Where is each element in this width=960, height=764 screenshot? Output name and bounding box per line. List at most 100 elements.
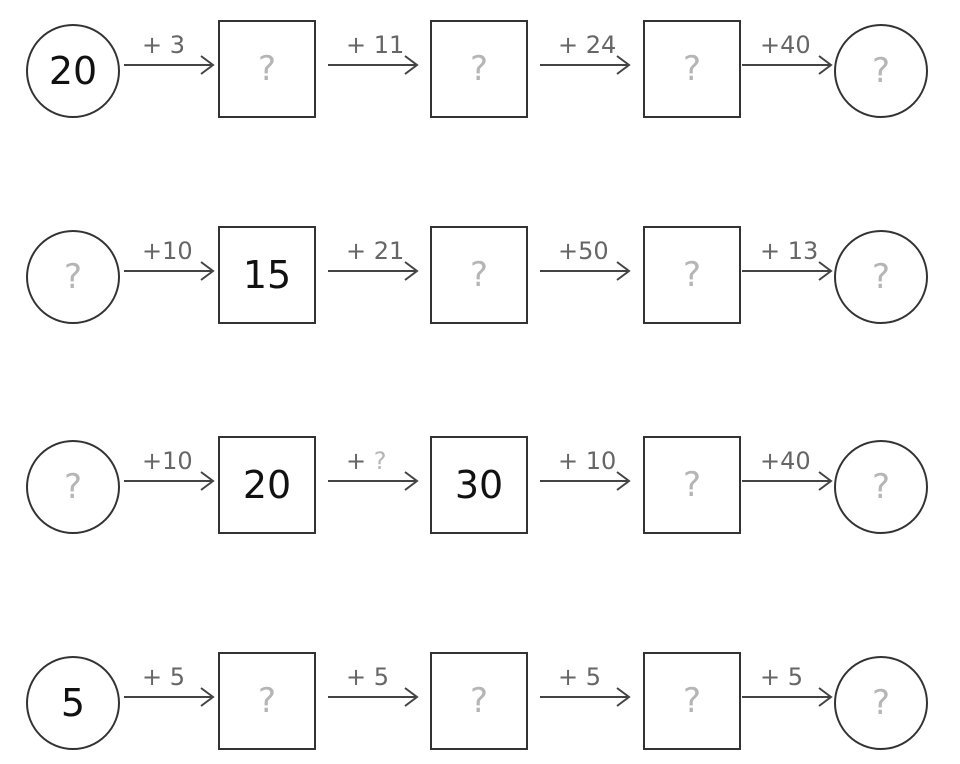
plus-sign: + (142, 447, 163, 475)
arrow-icon (540, 261, 631, 281)
arrow-icon (540, 55, 631, 75)
unknown-value: ? (871, 683, 891, 723)
plus-sign: + (346, 663, 374, 691)
arrow-2: + 5 (328, 663, 419, 707)
box-1[interactable]: ? (218, 652, 316, 750)
arrow-icon (742, 471, 833, 491)
operation-label: + ? (346, 447, 387, 475)
amount: 21 (373, 237, 405, 265)
amount: 5 (787, 663, 804, 691)
box-3[interactable]: ? (643, 226, 741, 324)
box-1: 15 (218, 226, 316, 324)
amount: 5 (373, 663, 390, 691)
arrow-2: + ? (328, 447, 419, 491)
given-value: 5 (60, 681, 86, 725)
chain-row-1: 20????+ 3+ 11+ 24+40 (0, 16, 960, 126)
unknown-value: ? (682, 255, 702, 295)
end-circle[interactable]: ? (834, 440, 928, 534)
plus-sign: + (558, 31, 586, 59)
unknown-value: ? (469, 49, 489, 89)
arrow-icon (328, 55, 419, 75)
arrow-3: +50 (540, 237, 631, 281)
amount: 5 (169, 663, 186, 691)
plus-sign: + (558, 663, 586, 691)
operation-label: + 3 (142, 31, 185, 59)
unknown-amount[interactable]: ? (373, 447, 387, 475)
plus-sign: + (346, 237, 374, 265)
start-circle[interactable]: ? (26, 440, 120, 534)
unknown-value: ? (871, 257, 891, 297)
box-2[interactable]: ? (430, 20, 528, 118)
operation-label: + 10 (558, 447, 616, 475)
unknown-value: ? (63, 257, 83, 297)
plus-sign: + (558, 447, 586, 475)
plus-sign: + (558, 237, 579, 265)
amount: 50 (578, 237, 609, 265)
unknown-value: ? (871, 51, 891, 91)
amount: 24 (585, 31, 617, 59)
box-3[interactable]: ? (643, 20, 741, 118)
arrow-icon (124, 471, 215, 491)
end-circle[interactable]: ? (834, 656, 928, 750)
arrow-1: + 5 (124, 663, 215, 707)
amount: 40 (780, 447, 811, 475)
arrow-3: + 10 (540, 447, 631, 491)
arrow-3: + 24 (540, 31, 631, 75)
operation-label: + 5 (760, 663, 803, 691)
plus-sign: + (142, 663, 170, 691)
arrow-4: + 5 (742, 663, 833, 707)
unknown-value: ? (257, 681, 277, 721)
plus-sign: + (760, 237, 788, 265)
start-circle: 5 (26, 656, 120, 750)
arrow-3: + 5 (540, 663, 631, 707)
arrow-4: +40 (742, 447, 833, 491)
arrow-icon (540, 687, 631, 707)
unknown-value: ? (682, 681, 702, 721)
amount: 3 (169, 31, 186, 59)
operation-label: + 21 (346, 237, 404, 265)
operation-label: + 11 (346, 31, 404, 59)
given-value: 20 (242, 463, 292, 507)
arrow-icon (328, 687, 419, 707)
amount: 10 (585, 447, 617, 475)
arrow-2: + 21 (328, 237, 419, 281)
plus-sign: + (760, 663, 788, 691)
arrow-icon (328, 471, 419, 491)
end-circle[interactable]: ? (834, 230, 928, 324)
chain-row-2: ?15???+10+ 21+50+ 13 (0, 222, 960, 332)
box-1[interactable]: ? (218, 20, 316, 118)
amount: 5 (585, 663, 602, 691)
operation-label: +40 (760, 31, 811, 59)
start-circle[interactable]: ? (26, 230, 120, 324)
unknown-value: ? (871, 467, 891, 507)
amount: 13 (787, 237, 819, 265)
unknown-value: ? (257, 49, 277, 89)
arrow-1: +10 (124, 237, 215, 281)
arrow-icon (124, 687, 215, 707)
amount: 40 (780, 31, 811, 59)
arrow-icon (124, 261, 215, 281)
plus-sign: + (346, 447, 374, 475)
plus-sign: + (142, 237, 163, 265)
box-3[interactable]: ? (643, 436, 741, 534)
arrow-1: + 3 (124, 31, 215, 75)
plus-sign: + (760, 31, 781, 59)
operation-label: + 13 (760, 237, 818, 265)
arrow-2: + 11 (328, 31, 419, 75)
operation-label: +10 (142, 237, 193, 265)
amount: 11 (373, 31, 405, 59)
operation-label: + 24 (558, 31, 616, 59)
arrow-icon (328, 261, 419, 281)
box-2[interactable]: ? (430, 652, 528, 750)
given-value: 30 (454, 463, 504, 507)
plus-sign: + (142, 31, 170, 59)
arrow-icon (742, 687, 833, 707)
end-circle[interactable]: ? (834, 24, 928, 118)
plus-sign: + (346, 31, 374, 59)
operation-label: + 5 (346, 663, 389, 691)
unknown-value: ? (469, 681, 489, 721)
operation-label: +50 (558, 237, 609, 265)
box-2[interactable]: ? (430, 226, 528, 324)
arrow-1: +10 (124, 447, 215, 491)
box-3[interactable]: ? (643, 652, 741, 750)
